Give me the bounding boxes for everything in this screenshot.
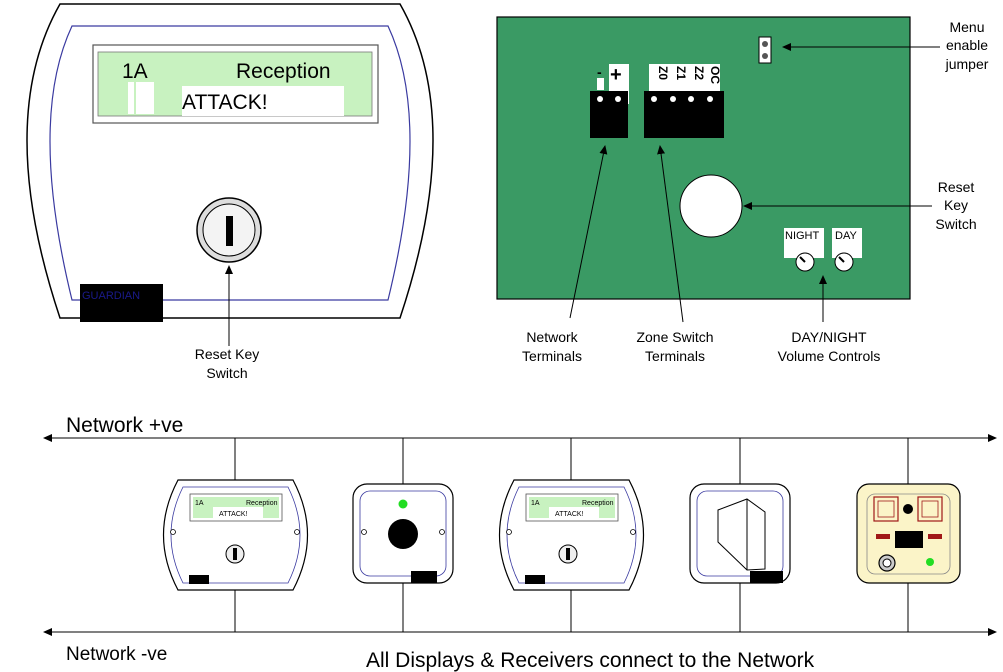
mini-display-2-location: Reception	[582, 500, 614, 507]
mini-display-1-location: Reception	[246, 500, 278, 507]
mini-display-2: 1A Reception ATTACK!	[499, 479, 644, 591]
day-volume-knob[interactable]: DAY	[832, 228, 862, 272]
status-led	[398, 499, 408, 509]
status-led-cream	[926, 558, 934, 566]
mini-display-1-alert: ATTACK!	[219, 511, 248, 518]
zone-terminal-block: Z0 Z1 Z2 OC	[644, 64, 724, 138]
mini-display-1: 1A Reception ATTACK!	[163, 479, 308, 591]
lcd-location-text: Reception	[236, 60, 331, 83]
network-positive-label: Network +ve	[66, 414, 183, 437]
zone-label-z2: Z2	[692, 66, 706, 80]
network-negative-label: Network -ve	[66, 644, 167, 665]
board-reset-label-line2: Key	[944, 197, 968, 213]
key-switch-hole	[679, 174, 743, 238]
zone-label-oc: OC	[708, 66, 722, 84]
network-drop-lines	[234, 438, 909, 632]
prism-sounder-unit	[689, 483, 791, 584]
mini-display-1-zone: 1A	[195, 500, 204, 507]
volume-controls-label-line2: Volume Controls	[778, 348, 881, 364]
brand-badge	[80, 284, 163, 322]
lcd-alert-text: ATTACK!	[182, 91, 268, 114]
night-volume-knob[interactable]: NIGHT	[784, 228, 824, 272]
menu-jumper-label-line2: enable	[946, 37, 988, 53]
brand-text: GUARDIAN	[82, 290, 140, 302]
menu-jumper-label-line3: jumper	[945, 56, 989, 72]
reset-key-switch[interactable]	[196, 197, 262, 263]
lcd-zone-text: 1A	[122, 60, 148, 83]
night-label: NIGHT	[785, 230, 820, 242]
board-reset-label: Reset	[938, 179, 975, 195]
reset-key-label: Reset Key	[195, 346, 260, 362]
reset-key-label-line2: Switch	[206, 365, 247, 381]
receiver-button-unit	[352, 483, 454, 584]
circuit-board: - + Z0 Z1 Z2 OC NI	[496, 16, 911, 300]
network-terminals-label-line2: Terminals	[522, 348, 582, 364]
zone-switch-label-line2: Terminals	[645, 348, 705, 364]
network-plus-sign: +	[610, 64, 622, 86]
mini-display-2-zone: 1A	[531, 500, 540, 507]
board-reset-label-line3: Switch	[935, 216, 976, 232]
mini-display-2-alert: ATTACK!	[555, 511, 584, 518]
day-label: DAY	[835, 230, 857, 242]
cream-receiver-unit	[856, 483, 961, 584]
network-terminals-label: Network	[526, 329, 578, 345]
menu-enable-jumper	[758, 36, 772, 64]
zone-label-z1: Z1	[674, 66, 688, 80]
zone-label-z0: Z0	[656, 66, 670, 80]
footer-caption: All Displays & Receivers connect to the …	[366, 649, 815, 672]
call-button[interactable]	[388, 519, 418, 549]
network-terminal-block: - +	[590, 64, 629, 138]
menu-jumper-label: Menu	[949, 19, 984, 35]
volume-controls-label: DAY/NIGHT	[791, 329, 867, 345]
display-panel: 1A Reception ATTACK! GUARDIAN Reset Key …	[26, 3, 434, 381]
zone-switch-label: Zone Switch	[636, 329, 713, 345]
network-minus-sign: -	[597, 64, 602, 80]
